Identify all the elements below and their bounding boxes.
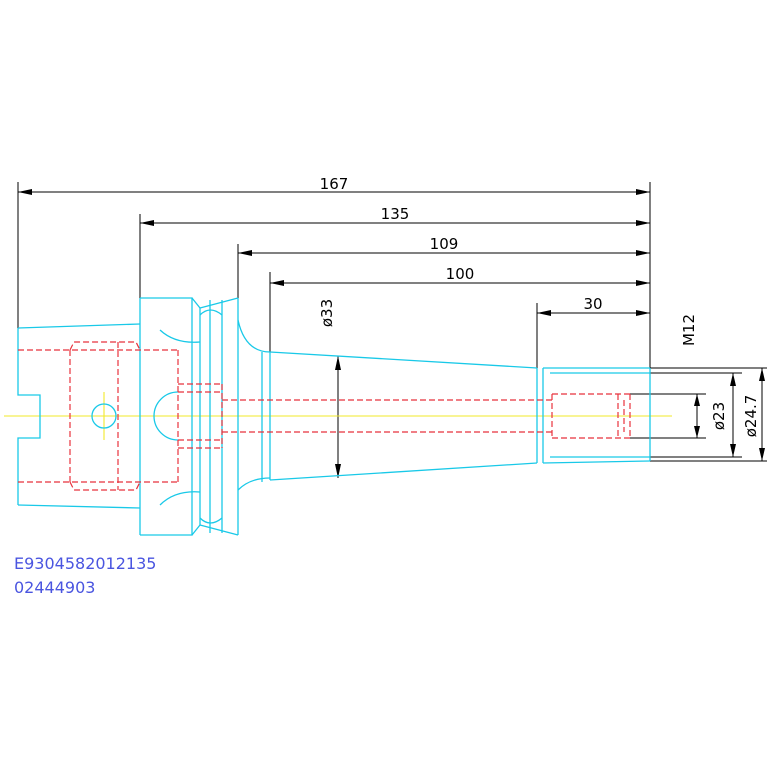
dim-body-length: 109 [430,235,459,253]
dim-taper-diameter: ø33 [318,299,336,327]
dim-tip-length: 30 [583,295,602,313]
hidden-lines [18,341,631,491]
dim-overall-length: 167 [320,175,349,193]
dim-flange-length: 135 [381,205,410,223]
dim-taper-length: 100 [446,265,475,283]
part-outline [17,297,651,536]
dim-bore-diameter: ø23 [710,402,728,430]
part-code-line2: 02444903 [14,578,95,597]
dim-tip-diameter: ø24.7 [742,395,760,438]
part-code-line1: E9304582012135 [14,554,156,573]
dim-thread: M12 [680,314,698,346]
dimension-lines [17,182,767,478]
